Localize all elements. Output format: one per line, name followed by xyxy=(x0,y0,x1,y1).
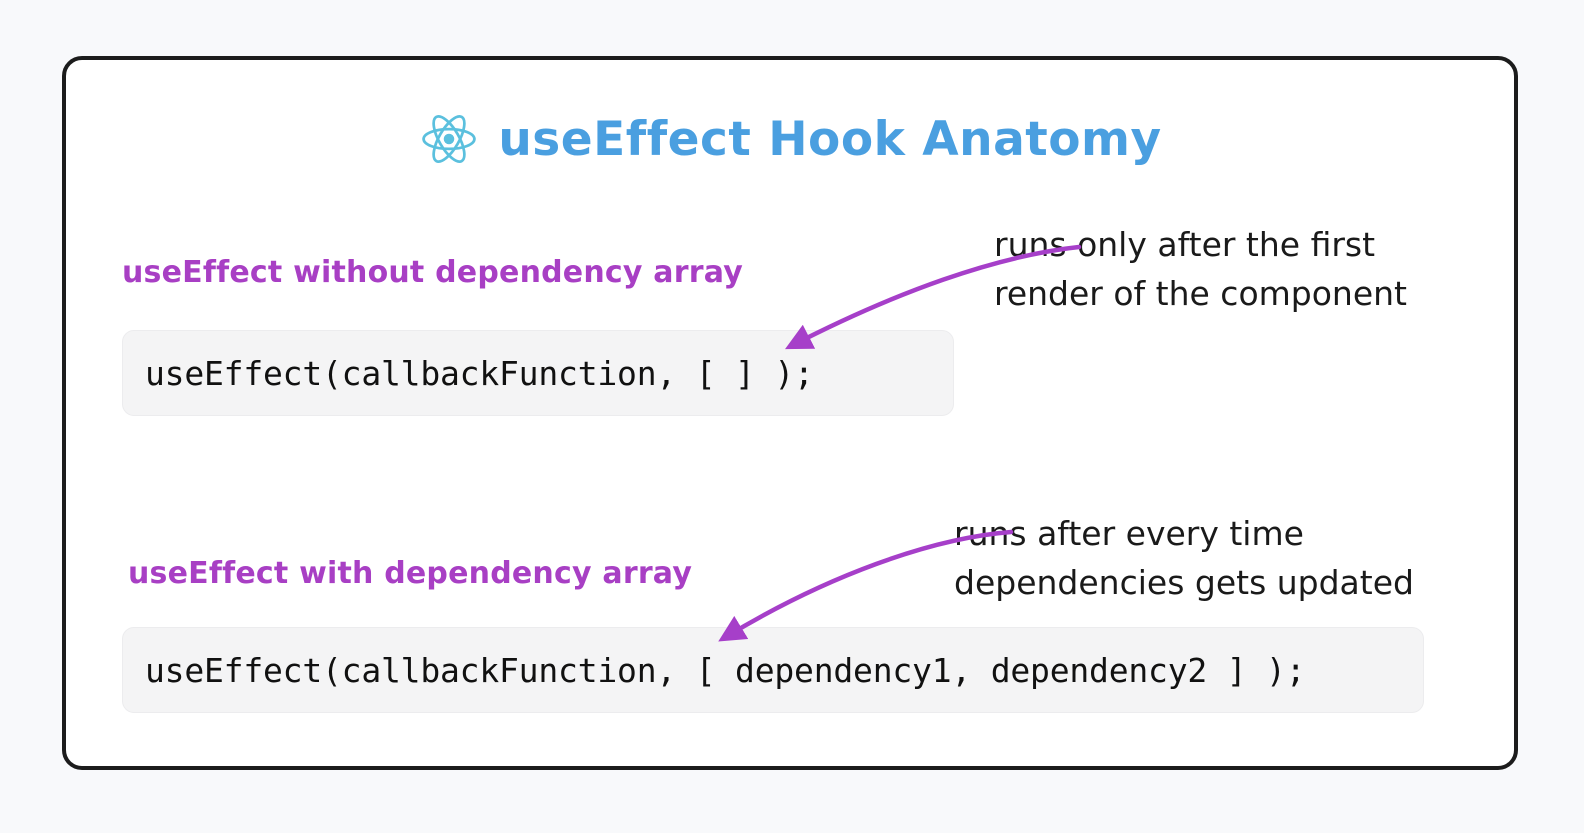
code-block-without-deps: useEffect(callbackFunction, [ ] ); xyxy=(122,330,954,416)
annotation-without-deps: runs only after the first render of the … xyxy=(994,221,1407,319)
code-text-with-deps: useEffect(callbackFunction, [ dependency… xyxy=(145,650,1306,690)
section-label-without-deps: useEffect without dependency array xyxy=(122,255,743,290)
header-title-row: useEffect Hook Anatomy xyxy=(66,108,1514,170)
annotation-line: render of the component xyxy=(994,273,1407,313)
page-title: useEffect Hook Anatomy xyxy=(498,111,1162,167)
annotation-line: runs after every time xyxy=(954,514,1304,553)
code-block-with-deps: useEffect(callbackFunction, [ dependency… xyxy=(122,627,1424,713)
annotation-line: dependencies gets updated xyxy=(954,562,1414,602)
infographic-card: useEffect Hook Anatomy useEffect without… xyxy=(62,56,1518,770)
code-text-without-deps: useEffect(callbackFunction, [ ] ); xyxy=(145,353,814,393)
annotation-with-deps: runs after every time dependencies gets … xyxy=(954,510,1414,608)
section-label-with-deps: useEffect with dependency array xyxy=(128,556,693,591)
react-atom-icon xyxy=(422,115,477,163)
annotation-line: runs only after the first xyxy=(994,225,1376,264)
